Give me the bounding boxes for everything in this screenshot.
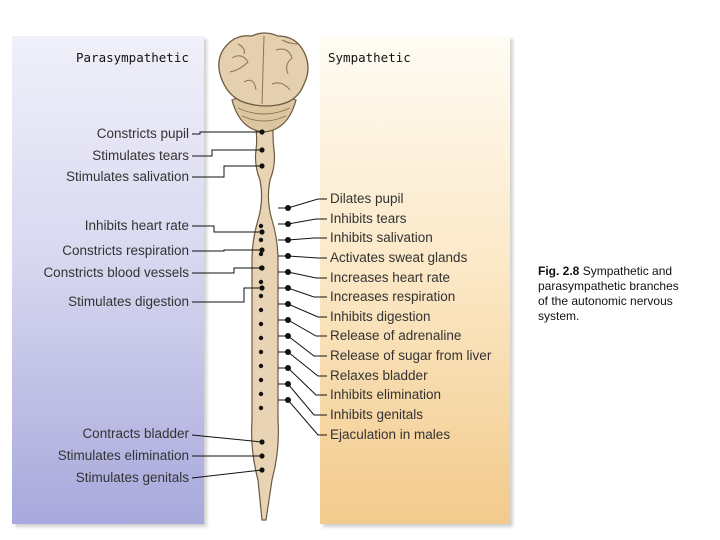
- spinal-cord: [251, 117, 279, 521]
- cord-ganglion-dot: [258, 307, 264, 313]
- para-leader-line: [192, 249, 262, 252]
- cord-ganglion-dot: [258, 405, 264, 411]
- symp-leader-line: [278, 287, 327, 298]
- symp-ganglion-dot: [285, 237, 291, 243]
- symp-label-dilates-pupil: Dilates pupil: [330, 191, 404, 206]
- cord-ganglion-dot: [258, 265, 264, 271]
- symp-leader-line: [278, 399, 327, 436]
- cord-ganglion-dot: [258, 321, 264, 327]
- symp-ganglion-dot: [285, 397, 291, 403]
- symp-leader-line: [278, 335, 327, 357]
- para-ganglion-dot: [259, 285, 265, 291]
- para-label-contracts-bladder: Contracts bladder: [82, 426, 189, 441]
- symp-ganglion-dot: [285, 253, 291, 259]
- symp-leader-line: [278, 271, 327, 279]
- para-label-inhibits-heart-rate: Inhibits heart rate: [84, 218, 189, 233]
- para-label-stimulates-elimination: Stimulates elimination: [57, 448, 189, 463]
- symp-ganglion-dot: [285, 381, 291, 387]
- para-label-constricts-pupil: Constricts pupil: [96, 126, 189, 141]
- figure-number: Fig. 2.8: [538, 264, 580, 278]
- spinal-ganglia: [258, 223, 264, 411]
- symp-label-release-of-adrenaline: Release of adrenaline: [330, 328, 462, 343]
- symp-label-inhibits-salivation: Inhibits salivation: [330, 230, 433, 245]
- symp-label-inhibits-genitals: Inhibits genitals: [330, 407, 424, 422]
- symp-leader-line: [278, 237, 327, 241]
- para-label-stimulates-tears: Stimulates tears: [92, 148, 189, 163]
- para-leader-line: [192, 149, 262, 157]
- para-ganglion-dot: [259, 163, 265, 169]
- cord-ganglion-dot: [258, 237, 264, 243]
- para-label-constricts-respiration: Constricts respiration: [62, 243, 189, 258]
- para-leader-line: [192, 267, 262, 274]
- symp-leader-line: [278, 319, 327, 337]
- symp-ganglion-dot: [285, 365, 291, 371]
- symp-ganglion-dot: [285, 301, 291, 307]
- para-leader-line: [192, 287, 262, 303]
- para-leader-line: [191, 469, 263, 479]
- symp-label-ejaculation-in-males: Ejaculation in males: [330, 427, 451, 442]
- symp-label-inhibits-digestion: Inhibits digestion: [330, 309, 431, 324]
- cord-ganglion-dot: [258, 293, 264, 299]
- para-ganglion-dot: [259, 439, 265, 445]
- cord-ganglion-dot: [258, 391, 264, 397]
- figure-caption-text: Sympathetic and parasympathetic branches…: [538, 264, 679, 323]
- sympathetic-leader-lines: [278, 198, 327, 436]
- cord-ganglion-dot: [258, 251, 264, 257]
- symp-label-inhibits-tears: Inhibits tears: [330, 211, 407, 226]
- symp-label-increases-heart-rate: Increases heart rate: [330, 270, 451, 285]
- para-label-stimulates-salivation: Stimulates salivation: [65, 169, 189, 184]
- symp-ganglion-dot: [285, 205, 291, 211]
- symp-leader-line: [278, 351, 327, 377]
- symp-ganglion-dot: [285, 333, 291, 339]
- symp-leader-line: [278, 198, 327, 209]
- symp-ganglion-dot: [285, 221, 291, 227]
- figure-caption: Fig. 2.8 Sympathetic and parasympathetic…: [538, 264, 688, 324]
- para-leader-line: [192, 165, 262, 178]
- symp-leader-line: [278, 218, 327, 225]
- para-ganglion-dot: [259, 147, 265, 153]
- symp-ganglion-dot: [285, 269, 291, 275]
- para-leader-line: [191, 434, 263, 443]
- parasympathetic-heading: Parasympathetic: [76, 50, 189, 65]
- sympathetic-panel: [320, 36, 510, 524]
- para-label-stimulates-digestion: Stimulates digestion: [68, 294, 189, 309]
- symp-label-activates-sweat-glands: Activates sweat glands: [330, 250, 468, 265]
- cord-ganglion-dot: [258, 377, 264, 383]
- symp-leader-line: [278, 255, 327, 259]
- symp-leader-line: [278, 367, 327, 396]
- para-ganglion-dot: [259, 247, 265, 253]
- symp-ganglion-dot: [285, 285, 291, 291]
- symp-ganglion-dot: [285, 349, 291, 355]
- cord-ganglion-dot: [258, 223, 264, 229]
- sympathetic-heading: Sympathetic: [328, 50, 411, 65]
- cord-ganglion-dot: [258, 349, 264, 355]
- para-label-constricts-blood-vessels: Constricts blood vessels: [43, 265, 189, 280]
- para-ganglion-dot: [259, 129, 265, 135]
- symp-label-release-of-sugar-from-liver: Release of sugar from liver: [330, 348, 492, 363]
- para-label-stimulates-genitals: Stimulates genitals: [75, 470, 189, 485]
- symp-leader-line: [278, 383, 327, 416]
- symp-leader-line: [278, 303, 327, 318]
- para-leader-line: [192, 225, 262, 233]
- cord-ganglion-dot: [258, 279, 264, 285]
- symp-label-relaxes-bladder: Relaxes bladder: [330, 368, 428, 383]
- symp-ganglion-dot: [285, 317, 291, 323]
- parasympathetic-panel: [12, 36, 204, 524]
- parasympathetic-leader-lines: [191, 129, 265, 479]
- para-ganglion-dot: [259, 453, 265, 459]
- para-ganglion-dot: [259, 229, 265, 235]
- para-leader-line: [192, 131, 262, 135]
- para-ganglion-dot: [259, 467, 265, 473]
- symp-label-inhibits-elimination: Inhibits elimination: [330, 387, 442, 402]
- cord-ganglion-dot: [258, 335, 264, 341]
- cord-ganglion-dot: [258, 363, 264, 369]
- symp-label-increases-respiration: Increases respiration: [330, 289, 456, 304]
